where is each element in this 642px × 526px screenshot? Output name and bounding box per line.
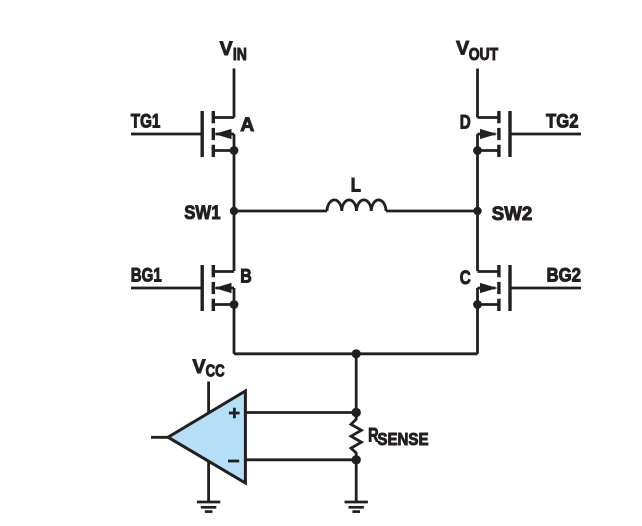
svg-text:D: D (460, 112, 471, 134)
svg-text:IN: IN (233, 44, 247, 64)
svg-text:V: V (193, 356, 206, 378)
svg-text:BG1: BG1 (131, 264, 162, 286)
svg-text:SW1: SW1 (184, 202, 220, 224)
svg-text:B: B (240, 266, 252, 288)
svg-text:C: C (460, 267, 471, 289)
svg-text:SENSE: SENSE (377, 429, 428, 449)
svg-text:V: V (220, 38, 233, 60)
svg-text:CC: CC (206, 361, 225, 381)
svg-text:TG1: TG1 (131, 111, 161, 133)
svg-text:TG2: TG2 (546, 111, 579, 133)
svg-text:R: R (368, 425, 379, 447)
svg-text:L: L (351, 175, 361, 197)
svg-text:SW2: SW2 (492, 203, 533, 225)
svg-text:V: V (456, 38, 469, 60)
svg-text:BG2: BG2 (547, 264, 582, 286)
svg-text:OUT: OUT (469, 44, 499, 64)
svg-text:A: A (240, 114, 254, 136)
